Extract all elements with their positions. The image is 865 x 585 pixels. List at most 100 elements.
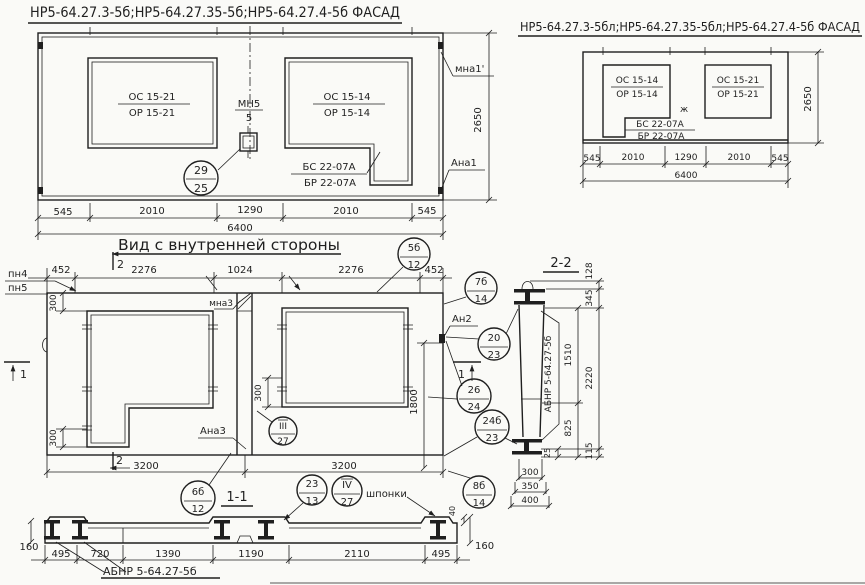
corner-anchor-plates: [38, 42, 443, 194]
dim-1800: 1800: [409, 389, 420, 414]
key-notch: [236, 535, 254, 544]
dim: 400: [521, 496, 538, 506]
bs-label-small-top: БС 22-07А: [636, 120, 684, 130]
dim: 2010: [139, 206, 164, 217]
dim: 2010: [728, 153, 751, 163]
section-2-2-title: 2-2: [550, 256, 571, 271]
mn5-label-bot: 5: [246, 113, 252, 124]
dim-300: 300: [49, 294, 59, 311]
dim: 1290: [675, 153, 698, 163]
dim: 545: [771, 154, 788, 164]
dim-40: 40: [448, 506, 457, 516]
dim: 720: [90, 549, 109, 560]
dim: 825: [564, 419, 574, 436]
an2-label: Ан2: [452, 314, 472, 325]
top-ibeam: [514, 289, 545, 305]
callout-text: IV: [342, 480, 352, 491]
bs-label-small-bot: БР 22-07А: [638, 132, 686, 142]
dim: 350: [521, 482, 538, 492]
an2-anchor: [439, 334, 445, 343]
dim-height-large: 2650: [473, 107, 484, 132]
section-1-1: 1-1 6б 12 23 13 IV 27 шпонки 160 160 40 …: [19, 452, 865, 584]
callout-text: 14: [473, 498, 486, 509]
dim: 2276: [338, 265, 363, 276]
dim: 1190: [238, 549, 263, 560]
ana1-label: Ана1: [451, 158, 477, 169]
callout-text: 7б: [475, 277, 488, 288]
dim: 1390: [155, 549, 180, 560]
window-right-label-bot: ОР 15-14: [324, 108, 370, 119]
callout-text: 14: [475, 294, 488, 305]
dim: 25: [543, 448, 552, 458]
ana3-label: Ана3: [200, 426, 226, 437]
dim: 2010: [333, 206, 358, 217]
callout-text: 24б: [483, 416, 502, 427]
opening-right: [281, 307, 409, 408]
facade-large-title: НР5-64.27.3-5б;НР5-64.27.35-5б;НР5-64.27…: [30, 5, 400, 21]
dim-300: 300: [49, 429, 59, 446]
mna1-label: мна1': [455, 64, 484, 75]
ibeam-profiles: [44, 520, 446, 540]
facade-small-title: НР5-64.27.3-5бл;НР5-64.27.35-5бл;НР5-64.…: [520, 20, 860, 34]
star-mark: ж: [680, 105, 688, 115]
callout-8b-14: [462, 475, 496, 509]
window-left-label-bot: ОР 15-21: [129, 108, 175, 119]
callout-text: 20: [488, 333, 501, 344]
window-right: [284, 57, 413, 186]
facade-large: НР5-64.27.3-5б;НР5-64.27.35-5б;НР5-64.27…: [28, 5, 497, 240]
dim: 300: [521, 468, 538, 478]
callout-7b-14: [464, 271, 498, 305]
callout-text: 8б: [473, 481, 486, 492]
dim: 452: [51, 265, 70, 276]
lifting-loop: [521, 281, 534, 290]
dim-3200: 3200: [331, 461, 356, 472]
callout-6b-12: [180, 480, 216, 516]
abnr-label-22: АБНР 5-64.27-5б: [544, 335, 554, 412]
pn4-label: пн4: [8, 269, 27, 280]
dim: 545: [417, 206, 436, 217]
callout-26-24: [456, 378, 492, 414]
dim-height-small: 2650: [803, 86, 814, 111]
callout-20-23: [477, 327, 511, 361]
dim: 495: [431, 549, 450, 560]
dim: 2010: [622, 153, 645, 163]
dim-300: 300: [254, 384, 264, 401]
dim: 545: [53, 207, 72, 218]
bs-label-top: БС 22-07А: [303, 162, 356, 173]
callout-text: 12: [192, 504, 205, 515]
dim: 2110: [344, 549, 369, 560]
mullion: [236, 293, 253, 455]
window-left: [87, 57, 218, 149]
facade-small: НР5-64.27.3-5бл;НР5-64.27.35-5бл;НР5-64.…: [518, 20, 862, 188]
dim-total-small: 6400: [675, 171, 698, 181]
dim: 1290: [237, 205, 262, 216]
callout-24b-23: [474, 409, 510, 445]
pn5-label: пн5: [8, 283, 27, 294]
callout-text: 12: [408, 260, 421, 271]
dim: 495: [51, 549, 70, 560]
callout-text: 6б: [192, 487, 205, 498]
section-mark-1: 1: [20, 368, 27, 381]
dim: 115: [585, 442, 595, 459]
callout-text: 24: [468, 402, 481, 413]
dim: 545: [583, 154, 600, 164]
window-left-label-top: ОС 15-21: [128, 92, 175, 103]
dim: 452: [424, 265, 443, 276]
anchor-ticks: [82, 324, 413, 431]
window-label: ОС 15-14: [616, 76, 659, 86]
callout-text: 13: [306, 496, 319, 507]
window-right-label-top: ОС 15-14: [323, 92, 370, 103]
callout-4-27: [331, 475, 363, 507]
window-label: ОС 15-21: [717, 76, 759, 86]
dim-total-large: 6400: [227, 223, 252, 234]
callout-text: III: [279, 422, 287, 432]
dim: 2276: [131, 265, 156, 276]
shponki-label: шпонки: [366, 489, 407, 500]
section-2-2: 2-2 АБНР 5-64.27-5б 1510 825 128 345 222…: [507, 256, 604, 510]
dim-160-right: 160: [475, 541, 494, 552]
section-mark-2: 2: [116, 454, 123, 467]
callout-text: 27: [277, 437, 288, 447]
opening-left: [86, 310, 214, 448]
callout-23-13: [296, 474, 328, 506]
